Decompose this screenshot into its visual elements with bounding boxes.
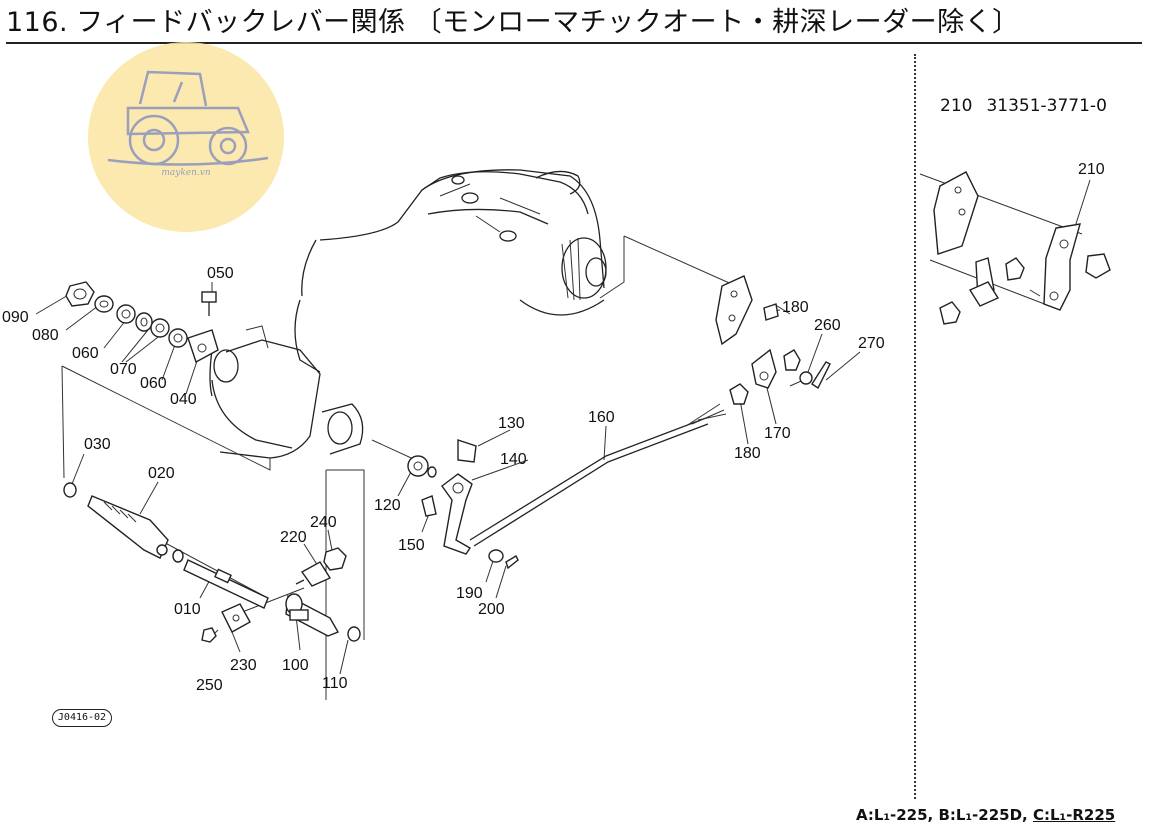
part-block-230	[221, 603, 251, 633]
watermark-text: mayken.vn	[161, 168, 211, 178]
part-pivot-100	[285, 593, 340, 637]
part-pin-270	[811, 361, 831, 390]
part-nut-090	[65, 281, 95, 307]
part-bolt-130	[457, 439, 477, 463]
part-washer-120	[407, 455, 437, 478]
model-footnote: A:L₁-225, B:L₁-225D, C:L₁-R225	[856, 806, 1115, 824]
part-bracket-170	[751, 348, 777, 389]
callout-190: 190	[456, 585, 483, 602]
callout-250: 250	[196, 677, 223, 694]
leader-lines	[61, 173, 1083, 700]
watermark-logo: mayken.vn	[88, 42, 284, 232]
part-screw-220	[295, 561, 332, 587]
part-nut-250	[201, 627, 217, 643]
callout-020: 020	[148, 465, 175, 482]
callout-180a: 180	[782, 299, 809, 316]
part-oring-030	[63, 482, 77, 498]
side-part-code: 31351-3771-0	[986, 96, 1107, 116]
callout-200: 200	[478, 601, 505, 618]
part-shaft-020	[87, 495, 184, 563]
callout-230: 230	[230, 657, 257, 674]
side-panel-header: 210 31351-3771-0	[940, 96, 1107, 116]
part-pin-200	[505, 555, 519, 570]
part-nut-240	[323, 547, 347, 571]
callout-130: 130	[498, 415, 525, 432]
housing-outline	[209, 169, 625, 459]
part-rod-160	[469, 403, 727, 547]
part-lever-040	[187, 329, 219, 364]
callout-180b: 180	[734, 445, 761, 462]
callout-040: 040	[170, 391, 197, 408]
callout-150: 150	[398, 537, 425, 554]
side-part-plates	[933, 171, 1111, 325]
figure-code: J0416-02	[52, 709, 112, 727]
footnote-c: C:L₁-R225	[1032, 806, 1116, 824]
callout-090: 090	[2, 309, 29, 326]
callout-260: 260	[814, 317, 841, 334]
callout-170: 170	[764, 425, 791, 442]
part-oring-110	[347, 626, 361, 642]
part-pin-150	[421, 495, 437, 517]
footnote-b: B:L₁-225D,	[938, 806, 1028, 824]
callout-210: 210	[1078, 161, 1105, 178]
part-shaft-010	[183, 559, 269, 609]
callout-110: 110	[322, 675, 348, 692]
part-nut-180	[729, 349, 801, 405]
callout-070: 070	[110, 361, 137, 378]
callout-270: 270	[858, 335, 885, 352]
part-washer-190	[488, 549, 504, 563]
callout-220: 220	[280, 529, 307, 546]
callout-160: 160	[588, 409, 615, 426]
part-washers-080-060-070	[94, 295, 188, 348]
panel-divider	[914, 54, 916, 799]
callout-140: 140	[500, 451, 527, 468]
callout-240: 240	[310, 514, 337, 531]
callout-010: 010	[174, 601, 201, 618]
tractor-icon	[107, 70, 269, 166]
callout-060b: 060	[140, 375, 167, 392]
section-title: フィードバックレバー関係 〔モンローマチックオート・耕深レーダー除く〕	[76, 7, 1020, 38]
part-washer-260	[799, 371, 813, 385]
part-lever-140	[441, 473, 473, 555]
callout-080: 080	[32, 327, 59, 344]
callout-120: 120	[374, 497, 401, 514]
part-plate	[715, 275, 779, 346]
footnote-a: A:L₁-225,	[856, 806, 934, 824]
side-ref-number: 210	[940, 96, 973, 116]
part-bolt-050	[201, 291, 217, 316]
callout-100: 100	[282, 657, 309, 674]
section-number: 116.	[6, 7, 69, 38]
callout-030: 030	[84, 436, 111, 453]
callout-050: 050	[207, 265, 234, 282]
callout-labels: 050 090 080 060 070 060 040 030 020 010 …	[2, 161, 1105, 694]
callout-060a: 060	[72, 345, 99, 362]
page-title: 116.フィードバックレバー関係 〔モンローマチックオート・耕深レーダー除く〕	[6, 4, 1142, 44]
